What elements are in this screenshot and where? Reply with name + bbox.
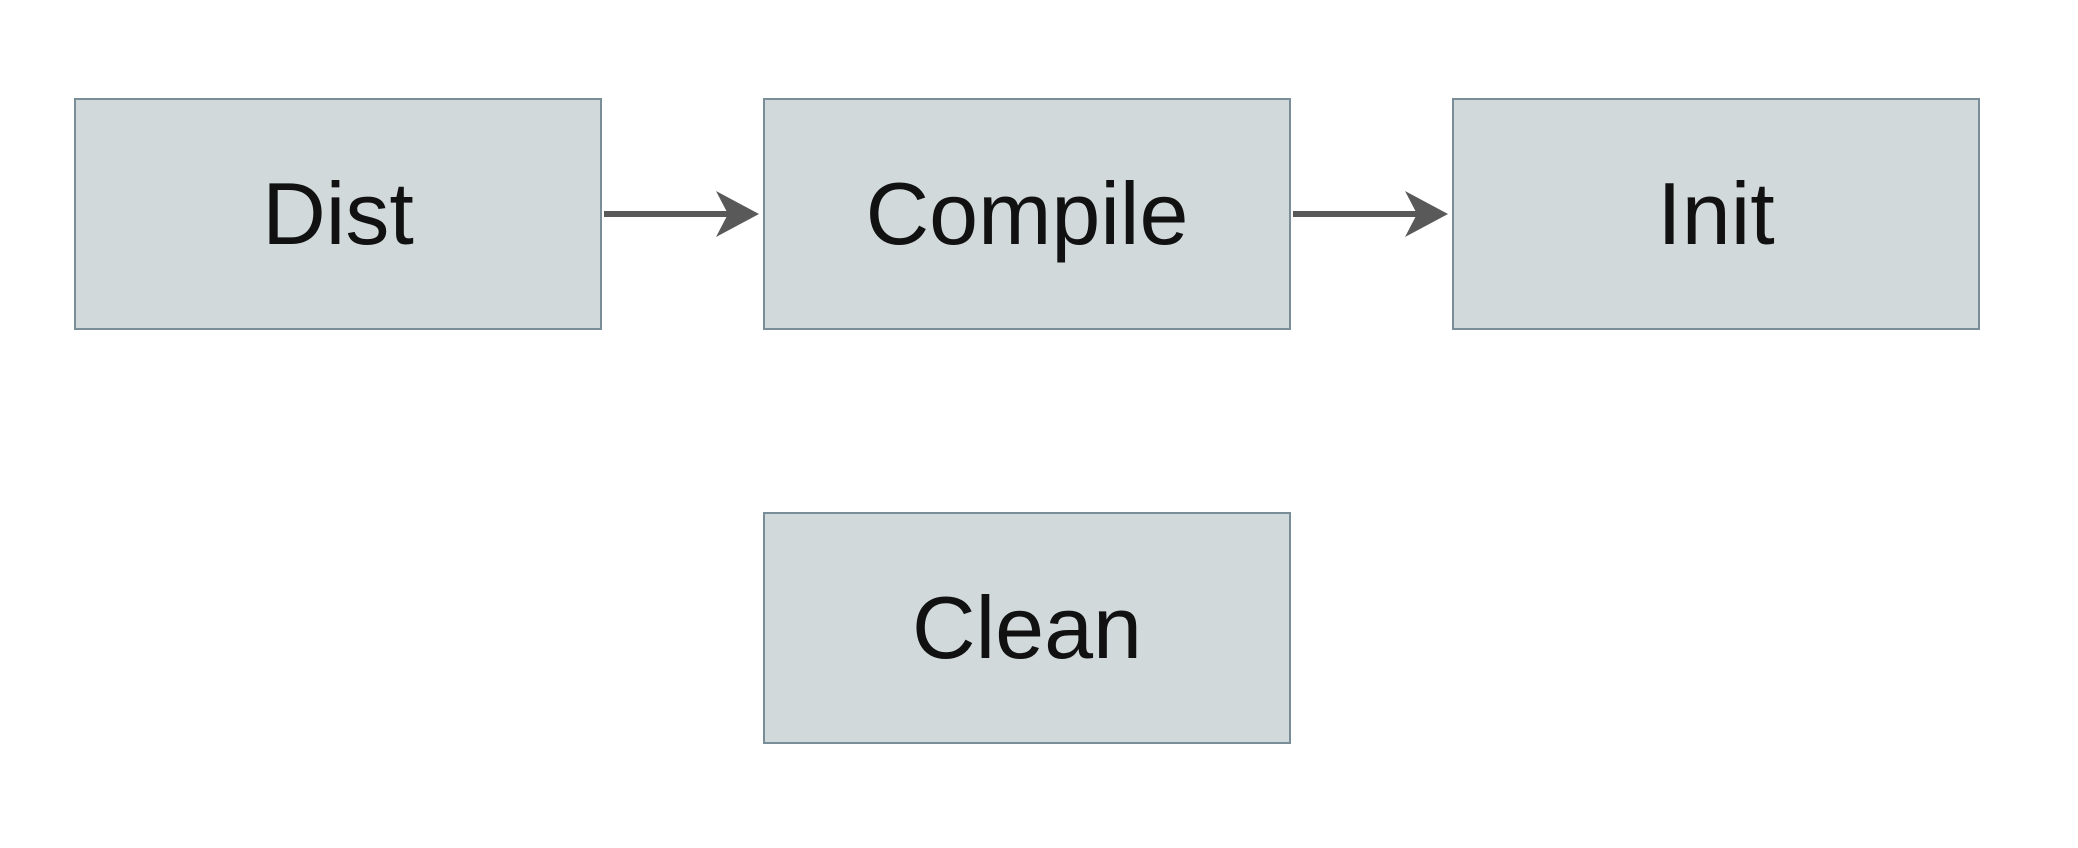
node-dist-label: Dist xyxy=(262,164,414,263)
node-compile[interactable]: Compile xyxy=(763,98,1291,330)
node-init[interactable]: Init xyxy=(1452,98,1980,330)
arrow-dist-to-compile xyxy=(604,191,759,237)
node-clean-label: Clean xyxy=(912,578,1142,677)
node-init-label: Init xyxy=(1657,164,1775,263)
node-dist[interactable]: Dist xyxy=(74,98,602,330)
arrow-compile-to-init xyxy=(1293,191,1448,237)
node-clean[interactable]: Clean xyxy=(763,512,1291,744)
arrow-dist-to-compile-head xyxy=(716,191,759,237)
arrow-compile-to-init-head xyxy=(1405,191,1448,237)
node-compile-label: Compile xyxy=(865,164,1189,263)
